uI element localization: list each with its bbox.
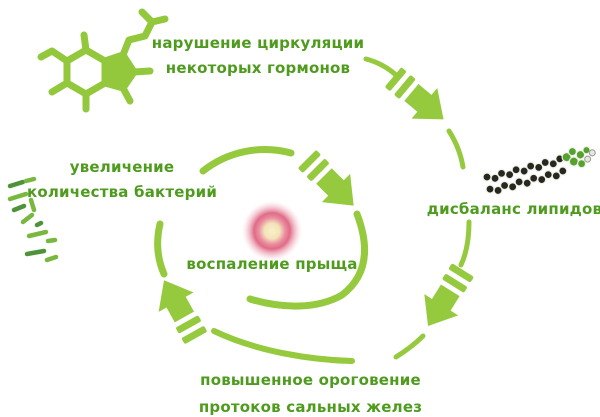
node-hormones-line1: нарушение циркуляции — [151, 34, 365, 52]
pimple-glow-icon — [242, 201, 302, 261]
arrow-bacteria-to-inflammation-icon — [292, 144, 368, 220]
bacteria-rods-dark — [7, 179, 47, 257]
lipid-molecule-icon — [482, 145, 596, 196]
arrow-keratinization-to-bacteria-icon — [146, 270, 214, 348]
bacteria-rods-light — [7, 176, 59, 263]
lipid-chains — [482, 154, 568, 196]
lipid-tip-atom — [584, 155, 592, 163]
hormones-to-lipids-arc-end — [446, 128, 466, 170]
node-keratinization: повышенное ороговение протоков сальных ж… — [178, 367, 443, 417]
arrow-lipids-to-keratinization-icon — [411, 259, 480, 337]
molecule-bonds — [37, 8, 169, 113]
node-hormones-line2: некоторых гормонов — [165, 59, 351, 77]
lipids-to-keratin-arc-end — [393, 333, 426, 360]
molecule-pentagon-ring — [101, 51, 138, 92]
ring-left-arc — [154, 220, 168, 278]
cycle-ring — [154, 56, 472, 364]
lipid-tip-atom — [588, 149, 596, 157]
node-lipids: дисбаланс липидов — [412, 197, 600, 222]
hormones-to-lipids-arc-start — [363, 56, 399, 78]
molecule-hexagon-ring — [63, 46, 109, 98]
ring-right-bottom-arc — [246, 210, 369, 310]
node-bacteria: увеличение количества бактерий — [12, 155, 232, 205]
keratin-to-bacteria-arc — [211, 328, 355, 364]
ring-top-arc — [199, 146, 295, 175]
node-bacteria-line2: количества бактерий — [26, 183, 218, 201]
hormone-molecule-icon — [37, 8, 169, 113]
node-inflammation: воспаление прыща — [162, 252, 382, 277]
node-bacteria-line1: увеличение — [69, 158, 175, 176]
node-hormones: нарушение циркуляции некоторых гормонов — [148, 31, 368, 81]
node-lipids-text: дисбаланс липидов — [426, 200, 600, 218]
node-inflammation-text: воспаление прыща — [186, 255, 358, 273]
node-keratinization-line2: протоков сальных желез — [198, 398, 423, 416]
node-keratinization-line1: повышенное ороговение — [200, 371, 421, 389]
lipid-head-group — [561, 145, 591, 169]
bacteria-icon — [7, 176, 59, 263]
lipids-to-keratin-arc-start — [458, 219, 472, 268]
